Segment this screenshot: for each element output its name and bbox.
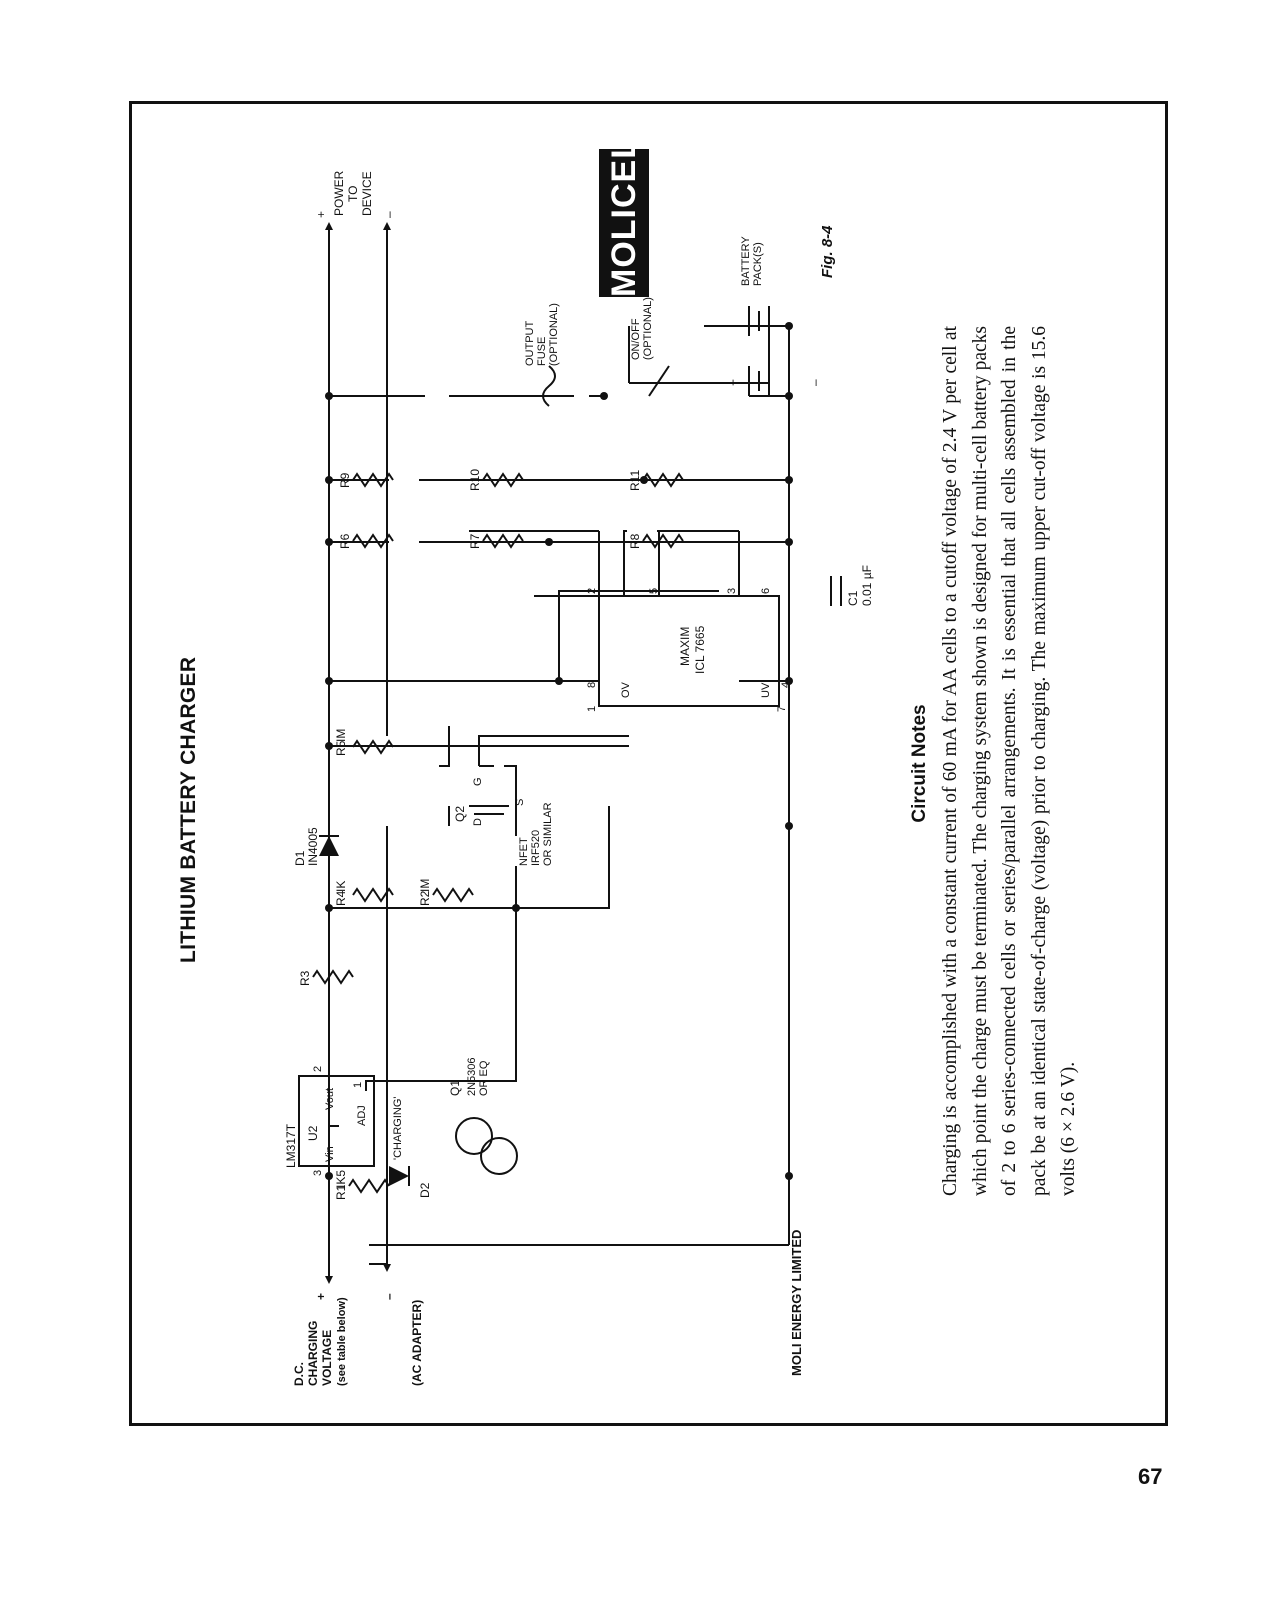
r4-value: IK: [334, 881, 348, 892]
input-label-3: VOLTAGE: [320, 1330, 334, 1386]
junction-dots: [325, 322, 793, 1180]
u2-pin1: 1: [352, 1082, 364, 1088]
ic-pin8: 8: [586, 682, 598, 688]
r10-label: R10: [468, 469, 482, 491]
output-terminal: + – POWER TO DEVICE: [314, 170, 396, 230]
q2-gate: G: [472, 777, 484, 786]
u2-pin2: 2: [312, 1066, 324, 1072]
page-number: 67: [1138, 1464, 1163, 1489]
u2-part: LM317T: [284, 1123, 298, 1168]
r3-label: R3: [298, 970, 312, 986]
output-minus: –: [382, 211, 396, 218]
input-label-4: (see table below): [336, 1297, 348, 1386]
d2-label: D2: [418, 1182, 432, 1198]
input-plus: +: [314, 1293, 328, 1300]
ic-pin1: 1: [586, 706, 598, 712]
battery-packs: + – BATTERY PACK(S): [726, 236, 822, 396]
c1-label: C1: [846, 590, 860, 606]
r6-label: R6: [338, 533, 352, 549]
ic-uv: UV: [760, 682, 772, 698]
schematic-diagram: + – D.C. CHARGING VOLTAGE (see table bel…: [284, 170, 874, 1386]
u2-vin: Vin: [324, 1146, 336, 1162]
d1-label: D1: [293, 850, 307, 866]
output-label-2: TO: [346, 186, 360, 202]
c1-value: 0.01 µF: [860, 565, 874, 606]
r2-value: IM: [418, 879, 432, 892]
fuse-label-3: (OPTIONAL): [548, 303, 560, 366]
input-terminal: + – D.C. CHARGING VOLTAGE (see table bel…: [292, 1264, 424, 1386]
q2-value-3: OR SIMILAR: [542, 802, 554, 866]
rotated-figure-content: LITHIUM BATTERY CHARGER MOLI ENERGY LIMI…: [129, 101, 1168, 1426]
ic-pin7: 7: [776, 706, 788, 712]
ic-pin3: 3: [726, 588, 738, 594]
r8-label: R8: [628, 533, 642, 549]
r7-label: R7: [468, 533, 482, 549]
r5-label: R5: [334, 740, 348, 756]
input-label-1: D.C.: [292, 1362, 306, 1386]
battery-plus: +: [726, 379, 740, 386]
r9-label: R9: [338, 472, 352, 488]
u2-pin3: 3: [312, 1170, 324, 1176]
u2-vout: Vout: [324, 1088, 336, 1110]
u2-regulator: LM317T U2 Vin Vout ADJ 3 2 1: [284, 1066, 375, 1176]
ic-line1: MAXIM: [678, 627, 692, 666]
fuse-label-1: OUTPUT: [524, 321, 536, 367]
q1-label: Q1: [448, 1080, 462, 1096]
input-label-2: CHARGING: [306, 1321, 320, 1386]
d1-value: IN4005: [306, 827, 320, 866]
r1-label: R1: [334, 1184, 348, 1200]
figure-frame: [129, 101, 1168, 1426]
c1-capacitor: C1 0.01 µF: [830, 565, 874, 606]
q1-value-1: 2N5306: [466, 1057, 478, 1096]
ac-adapter-label: (AC ADAPTER): [410, 1300, 424, 1386]
ic-maxim: MAXIM ICL 7665 OV UV 1 2 3 4 5 6 7 8: [586, 588, 792, 712]
d1-diode: D1 IN4005: [293, 827, 339, 866]
r11-label: R11: [628, 470, 642, 491]
r5-value: IM: [334, 729, 348, 742]
r1-value: IK5: [334, 1170, 348, 1188]
ic-pin2: 2: [586, 588, 598, 594]
q2-value-2: IRF520: [530, 830, 542, 866]
r4-label: R4: [334, 890, 348, 906]
d2-charging-label: 'CHARGING': [392, 1097, 404, 1160]
u2-adj: ADJ: [356, 1105, 368, 1126]
ic-pin4: 4: [780, 682, 792, 688]
output-fuse: OUTPUT FUSE (OPTIONAL): [524, 303, 560, 407]
ic-pin6: 6: [760, 588, 772, 594]
output-label-1: POWER: [332, 170, 346, 216]
output-label-3: DEVICE: [360, 171, 374, 216]
q2-label: Q2: [453, 806, 467, 822]
battery-label-2: PACK(S): [752, 242, 764, 286]
input-minus: –: [382, 1293, 396, 1300]
q2-drain: D: [472, 818, 484, 826]
ic-ov: OV: [620, 681, 632, 698]
ic-line2: ICL 7665: [693, 625, 707, 674]
q2-nfet: Q2 D G S NFET IRF520 OR SIMILAR: [453, 777, 554, 866]
q1-transistor: Q1 2N5306 OR EQ: [448, 1057, 518, 1175]
r2-label: R2: [418, 890, 432, 906]
switch-label-1: ON/OFF: [630, 318, 642, 360]
u2-name: U2: [306, 1125, 320, 1141]
q1-value-2: OR EQ: [478, 1060, 490, 1096]
fuse-label-2: FUSE: [536, 337, 548, 366]
resistors: R1 IK5 R3 R4 IK R2 IM R5 IM R6 R7 R8 R9 …: [298, 469, 684, 1200]
on-off-switch: ON/OFF (OPTIONAL): [630, 297, 670, 397]
q2-source: S: [514, 799, 526, 806]
battery-minus: –: [808, 379, 822, 386]
ic-pin5: 5: [648, 588, 660, 594]
d2-led: D2 'CHARGING': [389, 1097, 432, 1198]
q2-value-1: NFET: [518, 837, 530, 866]
switch-label-2: (OPTIONAL): [642, 297, 654, 360]
battery-label-1: BATTERY: [740, 236, 752, 286]
output-plus: +: [314, 211, 328, 218]
